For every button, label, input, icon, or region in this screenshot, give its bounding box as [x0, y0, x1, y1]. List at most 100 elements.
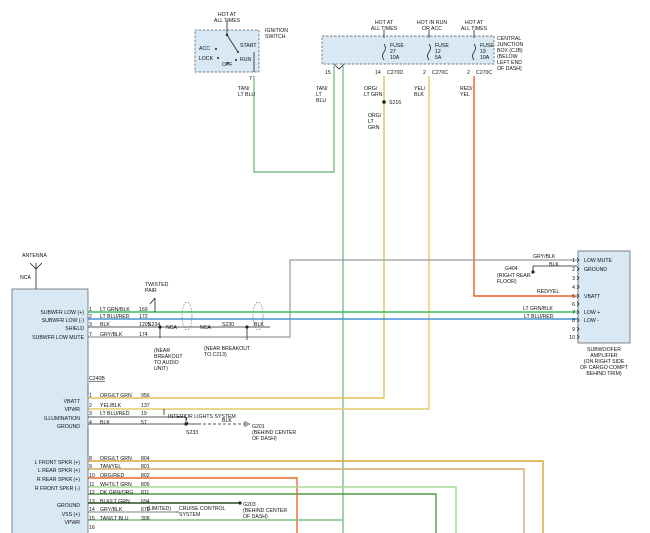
- wire-pin: 13: [89, 499, 95, 505]
- amp-wire5: RED/YEL: [537, 289, 559, 295]
- wire-circuit: 169: [139, 307, 148, 313]
- radio-pin-label: SUBWFR LOW (-): [42, 318, 85, 324]
- s233-label: S233: [186, 430, 198, 436]
- ignition-wire: TAN/LT BLU: [238, 86, 255, 98]
- ignition-pin: 7: [249, 76, 252, 82]
- wire-spkr-wht-lt-grn: [88, 486, 457, 533]
- amp-pin-label: LOW +: [584, 310, 600, 316]
- s230-label: S230: [222, 322, 234, 328]
- wire-yel-blk: [88, 76, 430, 410]
- wire-spkr-tan-yel: [88, 468, 525, 533]
- ignition-acc: ACC: [199, 46, 210, 52]
- radio-pin-label: VSS (+): [62, 512, 81, 518]
- wire-pin: 15: [89, 516, 95, 522]
- wire-color: LT BLU/RED: [100, 314, 130, 320]
- ignition-start: START: [240, 43, 257, 49]
- s234-label: S234: [148, 322, 160, 328]
- radio-pin-label: SHIELD: [65, 326, 84, 332]
- wire-tan-lt-blu-ignition: [253, 66, 335, 173]
- radio-pin-label: VPWR: [64, 520, 80, 526]
- radio-pin-label: L FRONT SPKR (+): [35, 460, 81, 466]
- amp-pin-number: 4: [572, 285, 575, 291]
- wire-color: TAN/LT BLU: [100, 516, 129, 522]
- black-wires: [88, 265, 577, 504]
- wire-spkr-org-red: [88, 477, 298, 533]
- radio-pins-group3: L FRONT SPKR (+)L REAR SPKR (+)R REAR SP…: [35, 460, 81, 526]
- radio-pin-label: VBATT: [64, 399, 81, 405]
- radio-pin-label: R FRONT SPKR (-): [35, 486, 80, 492]
- amp-pin-terminal: [576, 326, 580, 332]
- wire-color: ORG/LT GRN: [100, 456, 132, 462]
- wire-spkr-dk-grn-org: [88, 493, 437, 533]
- wire-gry-blk: [88, 259, 577, 338]
- wire-pin: 10: [89, 473, 95, 479]
- wire-circuit: 57: [141, 420, 147, 426]
- wire-pin: 8: [89, 456, 92, 462]
- wire-pin: 3: [89, 322, 92, 328]
- wire-color: BLK/LT GRN: [100, 499, 130, 505]
- amp-pin-number: 2: [572, 267, 575, 273]
- antenna-label: ANTENNA: [22, 253, 47, 259]
- amp-pin-terminal: [576, 257, 580, 263]
- limited-label: (LIMITED): [147, 506, 171, 512]
- wire-circuit: 137: [141, 403, 150, 409]
- antenna: ANTENNA NCA: [20, 253, 47, 289]
- cjb-wire2a: YEL/BLK: [414, 86, 426, 98]
- wire-pin: 16: [89, 525, 95, 531]
- wire-pin: 4: [89, 420, 92, 426]
- wire-circuit: 679: [141, 507, 150, 513]
- radio-pin-label: GROUND: [57, 424, 80, 430]
- wire-color: ORG/RED: [100, 473, 124, 479]
- wire-color: GRY/BLK: [100, 332, 123, 338]
- ignition-run: RUN: [240, 57, 251, 63]
- wire-circuit: 19: [141, 411, 147, 417]
- amp-pin-terminal: [576, 334, 580, 340]
- wire-circuit: 174: [139, 332, 148, 338]
- wire-pin: 9: [89, 464, 92, 470]
- wire-pin: 14: [89, 507, 95, 513]
- radio-pin-label: VPWR: [64, 407, 80, 413]
- radio-pin-label: SUBWFR LOW (+): [40, 310, 84, 316]
- amp-pin-terminal: [576, 317, 580, 323]
- amp-pin-terminal: [576, 266, 580, 272]
- amp-pin-number: 3: [572, 276, 575, 282]
- blk2-label: BLK: [222, 418, 232, 424]
- wire-color: DK GRN/ORG: [100, 490, 133, 496]
- wire-circuit: 805: [141, 482, 150, 488]
- radio-conn1: C240B: [89, 376, 105, 382]
- wire-pin: 1: [89, 393, 92, 399]
- wire-red-yel: [473, 76, 577, 297]
- g404-label: G404: [505, 266, 518, 272]
- cjb-conn2: C270C: [432, 70, 448, 76]
- wire-pin: 3: [89, 411, 92, 417]
- antenna-nca: NCA: [20, 275, 31, 281]
- wire-circuit: 308: [141, 516, 150, 522]
- amp-pin-label: GROUND: [584, 267, 607, 273]
- radio-pin-label: SUBWFR LOW MUTE: [32, 335, 84, 341]
- wire-pin: 2: [89, 314, 92, 320]
- amp-pin-number: 8: [572, 318, 575, 324]
- cjb-pin2a: 2: [423, 70, 426, 76]
- amp-pin-terminal: [576, 293, 580, 299]
- amp-pin-terminal: [576, 301, 580, 307]
- interior-label: INTERIOR LIGHTS SYSTEM: [168, 414, 236, 420]
- cjb-wire2b: RED/YEL: [460, 86, 473, 98]
- wire-color: TAN/YEL: [100, 464, 121, 470]
